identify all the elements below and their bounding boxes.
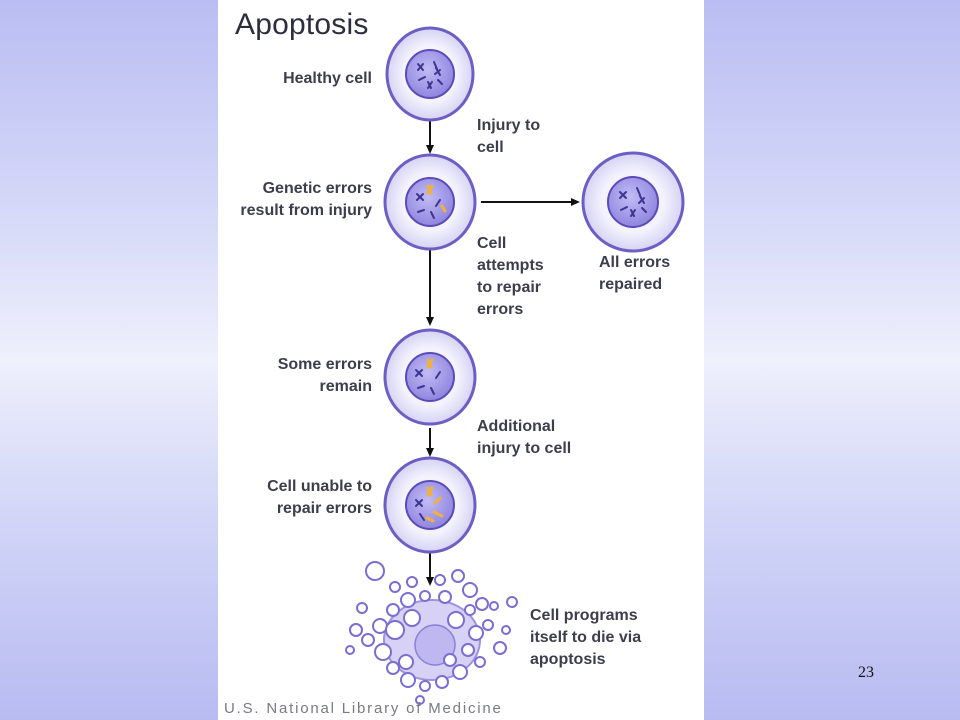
apoptotic-cell-icon bbox=[345, 561, 518, 705]
repaired-cell-icon bbox=[581, 151, 685, 253]
transition-label-repair-attempt: Cell attempts to repair errors bbox=[477, 235, 544, 318]
step-label-unable-to-repair: Cell unable to repair errors bbox=[267, 478, 372, 517]
healthy-cell-icon bbox=[385, 26, 475, 122]
flow-arrows bbox=[426, 120, 580, 586]
page-number: 23 bbox=[858, 664, 874, 681]
diagram-title: Apoptosis bbox=[235, 8, 369, 41]
transition-label-additional-injury: Additional injury to cell bbox=[477, 418, 572, 457]
source-credit: U.S. National Library of Medicine bbox=[224, 700, 503, 717]
unrepaired-cell-icon bbox=[383, 456, 477, 554]
step-label-errors-remain: Some errors remain bbox=[277, 356, 372, 395]
transition-label-injury: Injury to cell bbox=[477, 117, 541, 156]
branch-label-all-repaired: All errors repaired bbox=[599, 254, 671, 293]
final-label-apoptosis: Cell programs itself to die via apoptosi… bbox=[530, 607, 642, 668]
step-label-healthy: Healthy cell bbox=[283, 70, 372, 87]
errors-remain-cell-icon bbox=[383, 328, 477, 426]
injured-cell-icon bbox=[383, 153, 477, 251]
step-label-genetic-errors: Genetic errors result from injury bbox=[240, 180, 372, 219]
